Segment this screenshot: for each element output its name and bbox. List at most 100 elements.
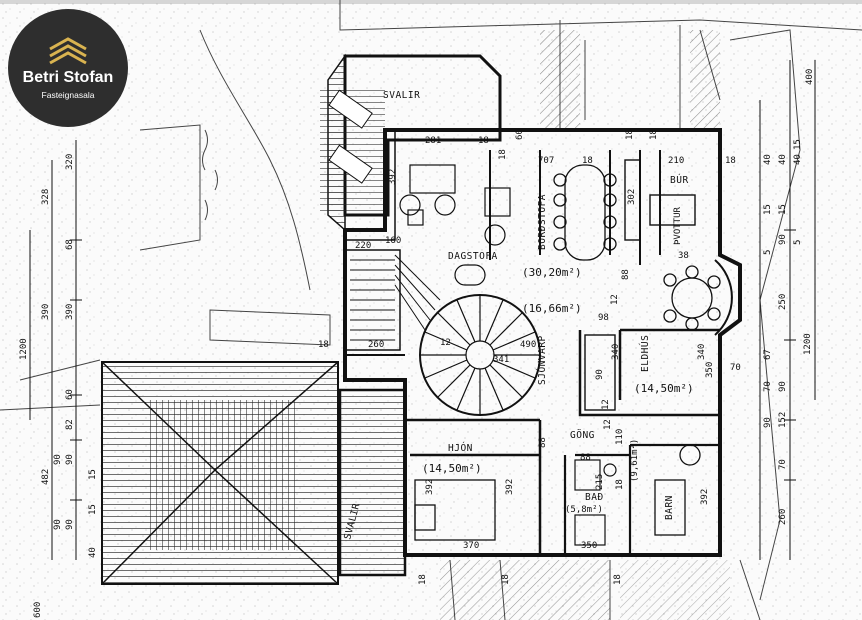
dim-int-36: 18: [615, 479, 625, 490]
dim-int-16: 12: [610, 294, 620, 305]
dim-int-40: 18: [501, 574, 511, 585]
dim-int-35: 215: [595, 474, 605, 490]
dimension-labels-interior: 281 18 60 18 707 18 18 210 18 18 392 302…: [318, 129, 741, 585]
dim-left-0: 320: [65, 154, 75, 170]
dim-int-13: 160: [385, 236, 401, 246]
dim-right-4: 15: [763, 204, 773, 215]
dim-int-9: 18: [649, 129, 659, 140]
dim-right-8: 90: [778, 234, 788, 245]
room-label-sjonvarp: SJÓNVARP: [536, 335, 548, 385]
brand-name: Betri Stofan: [22, 69, 114, 86]
dim-int-4: 707: [538, 156, 554, 166]
dim-int-39: 18: [418, 574, 428, 585]
dim-int-22: 12: [440, 338, 451, 348]
dim-int-26: 350: [705, 362, 715, 378]
dim-int-10: 392: [388, 169, 398, 185]
dim-left-16: 600: [33, 602, 43, 618]
dim-right-18: 260: [778, 509, 788, 525]
dim-right-16: 90: [763, 417, 773, 428]
dim-int-0: 281: [425, 136, 441, 146]
bed-master: [414, 479, 496, 541]
dim-right-11: 67: [763, 349, 773, 360]
terrain-hatching: [440, 30, 730, 620]
balcony-side: [338, 388, 407, 577]
dim-int-30: 110: [615, 429, 625, 445]
dim-int-28: 12: [601, 399, 611, 410]
brand-tagline: Fasteignasala: [41, 90, 95, 100]
dim-right-10: 250: [778, 294, 788, 310]
dim-right-12: 1200: [803, 333, 813, 355]
room-label-barn: BARN: [664, 495, 675, 520]
balcony-top: [320, 53, 502, 232]
dim-left-12: 90: [65, 519, 75, 530]
dim-left-3: 390: [41, 304, 51, 320]
dim-int-21: 341: [493, 355, 509, 365]
dim-left-11: 15: [88, 469, 98, 480]
dim-left-10: 482: [41, 469, 51, 485]
kitchen-counters: [584, 159, 696, 411]
dim-int-14: 38: [678, 251, 689, 261]
dim-left-14: 90: [53, 519, 63, 530]
room-area-hjon: (14,50m²): [422, 462, 482, 475]
dim-right-5: 15: [778, 204, 788, 215]
dim-int-24: 90: [595, 369, 605, 380]
room-label-eldhus: ELDHÚS: [639, 335, 651, 372]
dim-right-2: 40: [778, 154, 788, 165]
dim-left-5: 1200: [19, 338, 29, 360]
dim-int-27: 70: [730, 363, 741, 373]
room-label-gong: GÖNG: [570, 430, 595, 441]
dim-int-12: 220: [355, 241, 371, 251]
dim-int-18: 260: [368, 340, 384, 350]
dim-int-7: 210: [668, 156, 684, 166]
dim-right-1: 40: [763, 154, 773, 165]
dim-left-2: 68: [65, 239, 75, 250]
dim-left-4: 390: [65, 304, 75, 320]
dim-left-6: 60: [65, 389, 75, 400]
room-label-dagstofa: DAGSTOFA: [448, 251, 498, 262]
dim-left-13: 15: [88, 504, 98, 515]
room-area-dagstofa: (30,20m²): [522, 266, 582, 279]
dim-int-15: 88: [621, 269, 631, 280]
dim-int-8: 18: [725, 156, 736, 166]
stair-left: [344, 249, 441, 351]
room-area-bad: (5,8m²): [565, 505, 603, 515]
dim-int-38: 350: [581, 541, 597, 551]
room-label-hjon: HJÓN: [448, 442, 473, 454]
bathroom-fixtures: [574, 459, 617, 546]
dim-right-14: 70: [763, 381, 773, 392]
dim-int-20: 490: [520, 340, 536, 350]
room-area-hall: (16,66m²): [522, 302, 582, 315]
dimension-lines-left: [29, 140, 82, 560]
bed-child: [654, 444, 701, 536]
dim-int-23: 340: [611, 344, 621, 360]
dimension-labels-right: 400 40 40 40 15 15 15 5 90 5 250 67 1200…: [763, 69, 815, 525]
dim-int-29: 88: [538, 437, 548, 448]
room-label-bordstofa: BORÐSTOFA: [537, 194, 548, 250]
dim-right-0: 400: [805, 69, 815, 85]
dim-left-1: 328: [41, 189, 51, 205]
room-label-thvottur: ÞVOTTUR: [673, 206, 683, 245]
dim-int-11: 302: [627, 189, 637, 205]
dim-left-8: 90: [53, 454, 63, 465]
dim-right-6: 15: [793, 139, 803, 150]
room-area-eldhus: (14,50m²): [634, 382, 694, 395]
brand-logo: Betri Stofan Fasteignasala: [8, 9, 128, 127]
room-label-svalir-top: SVALIR: [383, 90, 420, 101]
dim-int-32: 392: [505, 479, 515, 495]
dimension-labels-left: 320 328 68 390 390 1200 60 82 90 90 482 …: [19, 154, 98, 618]
living-furniture: [399, 164, 511, 286]
dim-int-34: 88: [580, 453, 591, 463]
garage-roof: [101, 361, 339, 585]
spiral-staircase: [419, 294, 541, 416]
dim-int-42: 12: [603, 419, 613, 430]
dim-int-3: 18: [498, 149, 508, 160]
kitchen-table: [663, 259, 733, 336]
dim-left-7: 82: [65, 419, 75, 430]
dining-table: [553, 164, 617, 261]
house-stack-icon: [49, 37, 87, 65]
dimension-lines-right: [759, 60, 816, 560]
room-label-bur: BÚR: [670, 174, 689, 186]
dim-int-25: 340: [697, 344, 707, 360]
room-label-bad: BAÐ: [585, 492, 604, 503]
dim-right-13: 90: [778, 381, 788, 392]
